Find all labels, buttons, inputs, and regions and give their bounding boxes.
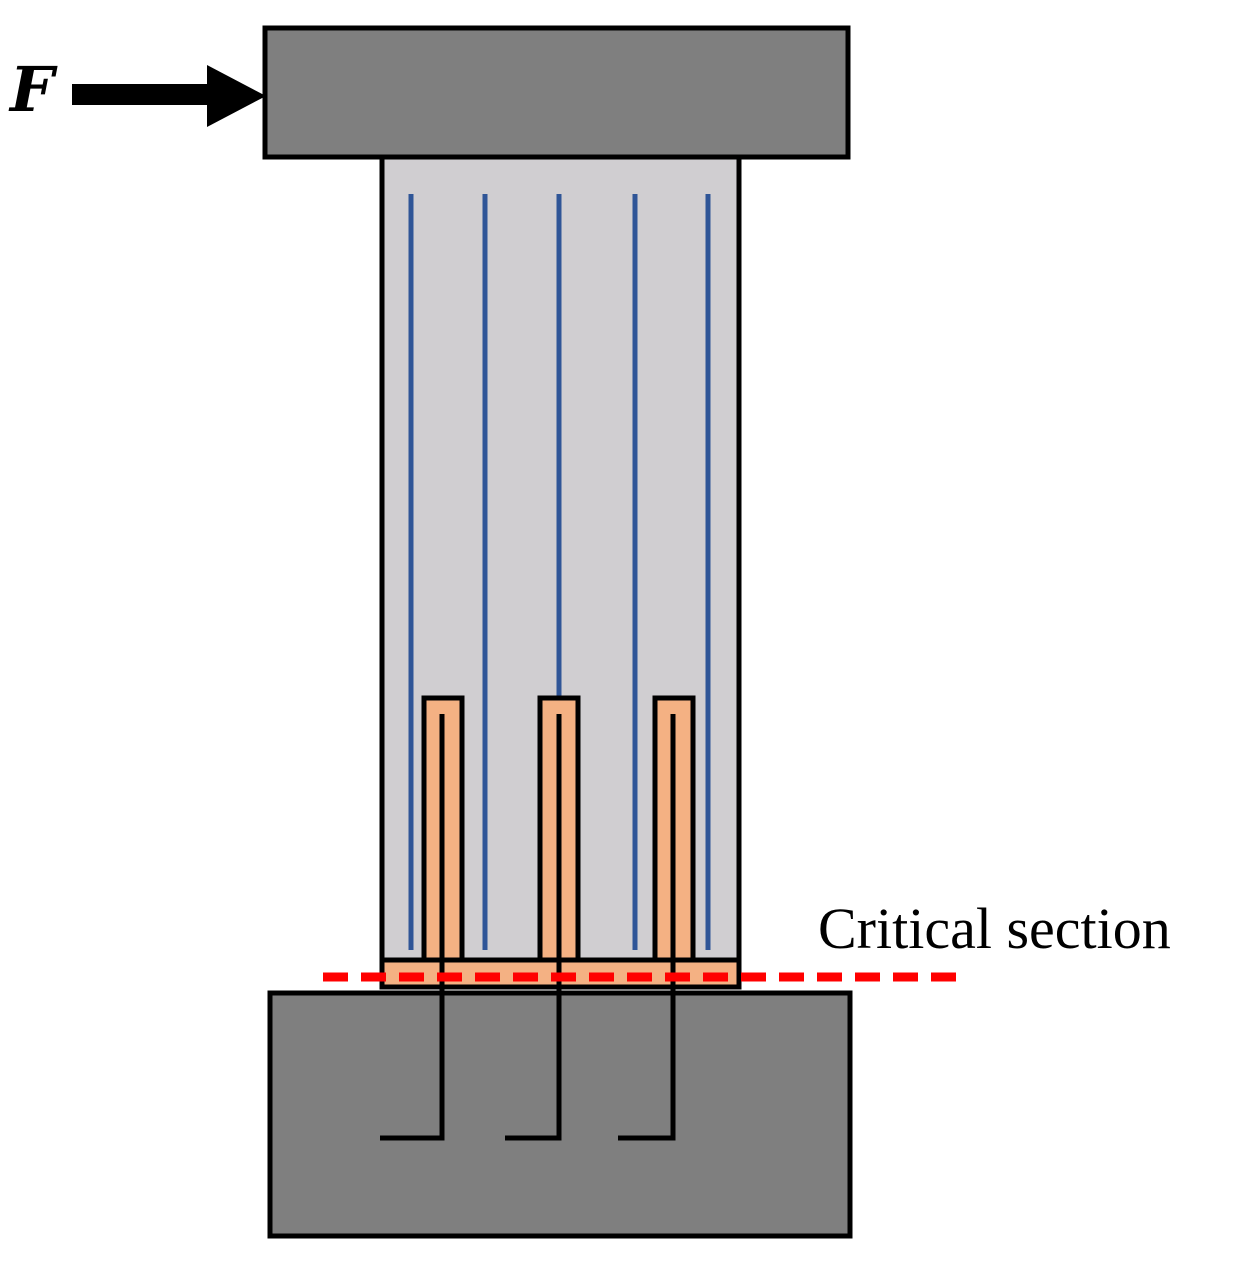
force-arrow-icon	[72, 65, 266, 127]
anchor-bars	[380, 714, 676, 1141]
anchor-bar	[505, 714, 562, 1141]
critical-section-label: Critical section	[818, 896, 1171, 961]
longitudinal-bars	[408, 194, 711, 950]
force-label: F	[8, 53, 58, 126]
grout-sleeves	[421, 695, 696, 963]
loading-beam	[262, 25, 851, 160]
anchor-bar	[380, 714, 445, 1141]
anchor-bar	[618, 714, 676, 1141]
